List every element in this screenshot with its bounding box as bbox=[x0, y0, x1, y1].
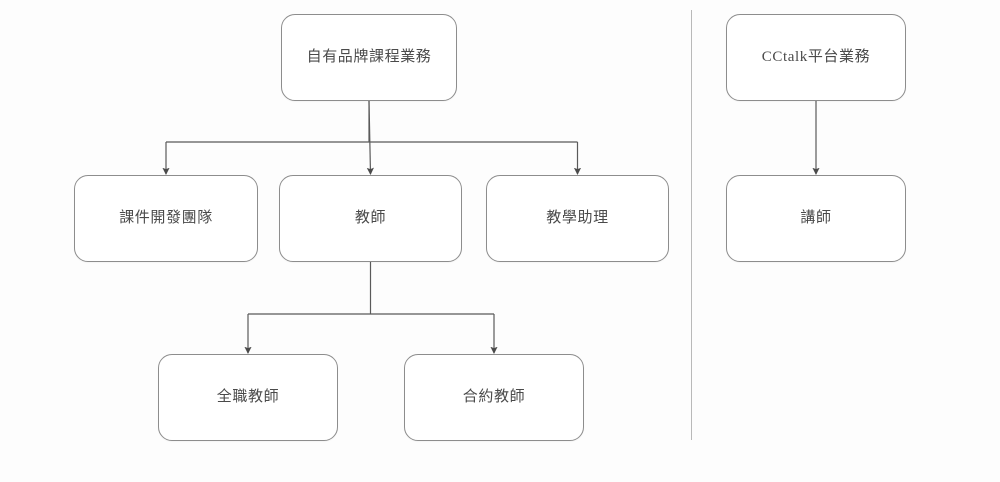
node-label-full-time-teacher: 全職教師 bbox=[216, 388, 280, 405]
section-divider bbox=[691, 10, 692, 440]
node-label-courseware-team: 課件開發團隊 bbox=[119, 209, 213, 226]
node-label-teacher: 教師 bbox=[354, 209, 387, 226]
node-label-teaching-assistant: 教學助理 bbox=[546, 209, 609, 226]
node-own-brand-business[interactable]: 自有品牌課程業務 bbox=[281, 14, 457, 101]
node-lecturer[interactable]: 講師 bbox=[726, 175, 906, 262]
node-contract-teacher[interactable]: 合約教師 bbox=[404, 354, 584, 441]
node-cctalk-business[interactable]: CCtalk平台業務 bbox=[726, 14, 906, 101]
node-teaching-assistant[interactable]: 教學助理 bbox=[486, 175, 669, 262]
node-label-lecturer: 講師 bbox=[800, 209, 832, 226]
connector-own-brand-business-to-teacher bbox=[366, 100, 374, 175]
node-full-time-teacher[interactable]: 全職教師 bbox=[158, 354, 338, 441]
node-label-own-brand-business: 自有品牌課程業務 bbox=[306, 48, 432, 65]
node-teacher[interactable]: 教師 bbox=[279, 175, 462, 262]
node-courseware-team[interactable]: 課件開發團隊 bbox=[74, 175, 258, 262]
node-label-cctalk-business: CCtalk平台業務 bbox=[761, 48, 871, 65]
node-label-contract-teacher: 合約教師 bbox=[462, 388, 526, 405]
